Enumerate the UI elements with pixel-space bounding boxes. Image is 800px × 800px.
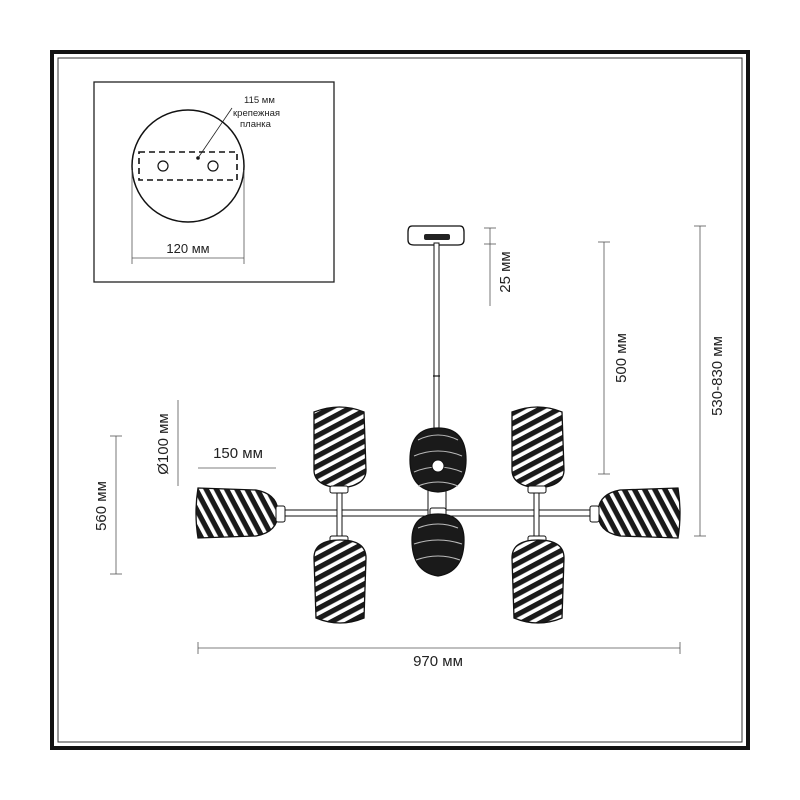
suspension-rod [433, 242, 440, 431]
dim-530-830-label: 530-830 мм [709, 336, 726, 416]
mounting-bar-outline [138, 151, 238, 181]
canopy-inner-disk [424, 234, 450, 240]
glass-shade-center-lower [411, 507, 465, 577]
mounting-bar-label-line1: крепежная [233, 108, 280, 119]
mounting-bar-label-line2: планка [240, 119, 272, 130]
arm-stem-right [533, 485, 540, 543]
glass-shade-lower-left [313, 535, 367, 624]
glass-shade-lower-right [511, 535, 565, 624]
mounting-hole-left [157, 160, 169, 172]
dim-115-label: 115 мм [244, 95, 275, 106]
glass-shade-center-upper [409, 427, 467, 493]
mounting-hole-right [207, 160, 219, 172]
glass-shade-right [589, 487, 681, 539]
mounting-plate-inset: 115 мм крепежная планка 120 мм [93, 81, 335, 283]
outer-frame [50, 50, 750, 750]
dim-150-label: 150 мм [213, 445, 263, 462]
glass-shade-upper-right [511, 406, 565, 494]
dim-500-label: 500 мм [613, 333, 630, 383]
dim-560-label: 560 мм [93, 481, 110, 531]
arm-stem-left [336, 485, 343, 543]
dim-970-label: 970 мм [413, 653, 463, 670]
glass-shade-left [195, 487, 286, 539]
chandelier [195, 225, 681, 624]
dim-120-label: 120 мм [166, 241, 209, 256]
dim-d100-label: Ø100 мм [155, 413, 172, 475]
dim-25-label: 25 мм [497, 251, 514, 292]
dimension-lines [110, 225, 706, 654]
glass-shade-upper-left [313, 406, 367, 494]
label-leader-line [197, 107, 233, 159]
ceiling-canopy-circle [131, 109, 245, 223]
inner-frame [57, 57, 743, 743]
